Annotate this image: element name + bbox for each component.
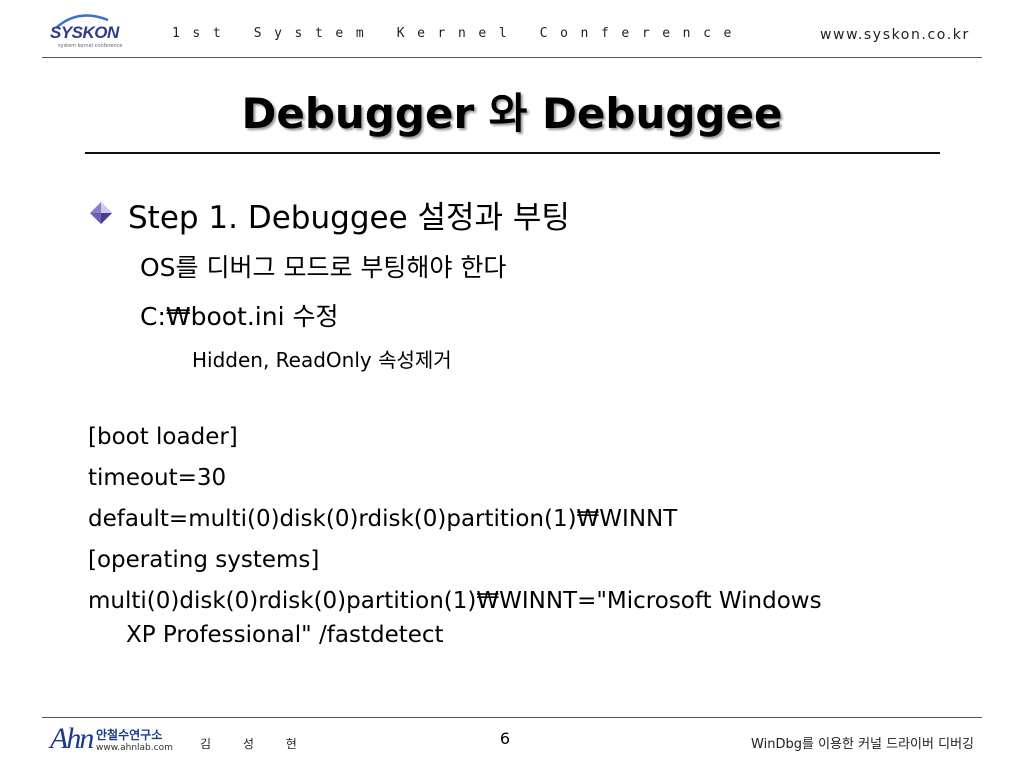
diamond-bullet-icon: [88, 200, 114, 226]
code-line: default=multi(0)disk(0)rdisk(0)partition…: [88, 506, 678, 532]
ahnlab-logo-url: www.ahnlab.com: [96, 743, 173, 753]
sub-item-debug-mode: OS를 디버그 모드로 부팅해야 한다: [140, 253, 507, 282]
conference-title: 1st System Kernel Conference: [172, 26, 744, 41]
syskon-logo-tagline: system kernel conference: [58, 43, 123, 49]
sub-sub-item-attributes: Hidden, ReadOnly 속성제거: [192, 348, 452, 372]
sub-item-boot-ini: C:₩boot.ini 수정: [140, 302, 339, 331]
ahnlab-logo-mark: Ahn: [50, 722, 94, 755]
footer-author: 김 성 현: [200, 737, 311, 751]
bullet-step1: Step 1. Debuggee 설정과 부팅: [128, 200, 570, 236]
syskon-swoosh-icon: [55, 14, 109, 29]
header-url: www.syskon.co.kr: [820, 27, 970, 43]
code-line: XP Professional" /fastdetect: [126, 622, 444, 648]
code-line: timeout=30: [88, 465, 227, 491]
ahnlab-logo: Ahn 안철수연구소 www.ahnlab.com: [50, 722, 180, 760]
ahnlab-logo-name: 안철수연구소: [96, 728, 163, 742]
code-line: [boot loader]: [88, 424, 238, 450]
title-underline: [85, 152, 940, 154]
syskon-logo: SYSKON system kernel conference: [48, 14, 130, 54]
footer-divider: [42, 717, 982, 718]
header-divider: [42, 57, 982, 58]
syskon-logo-text: SYSKON: [50, 23, 119, 42]
page-number: 6: [499, 729, 511, 748]
code-line: [operating systems]: [88, 547, 320, 573]
code-line: multi(0)disk(0)rdisk(0)partition(1)₩WINN…: [88, 588, 822, 614]
footer-course-title: WinDbg를 이용한 커널 드라이버 디버깅: [751, 737, 974, 752]
slide-title: Debugger 와 Debuggee: [241, 89, 783, 138]
